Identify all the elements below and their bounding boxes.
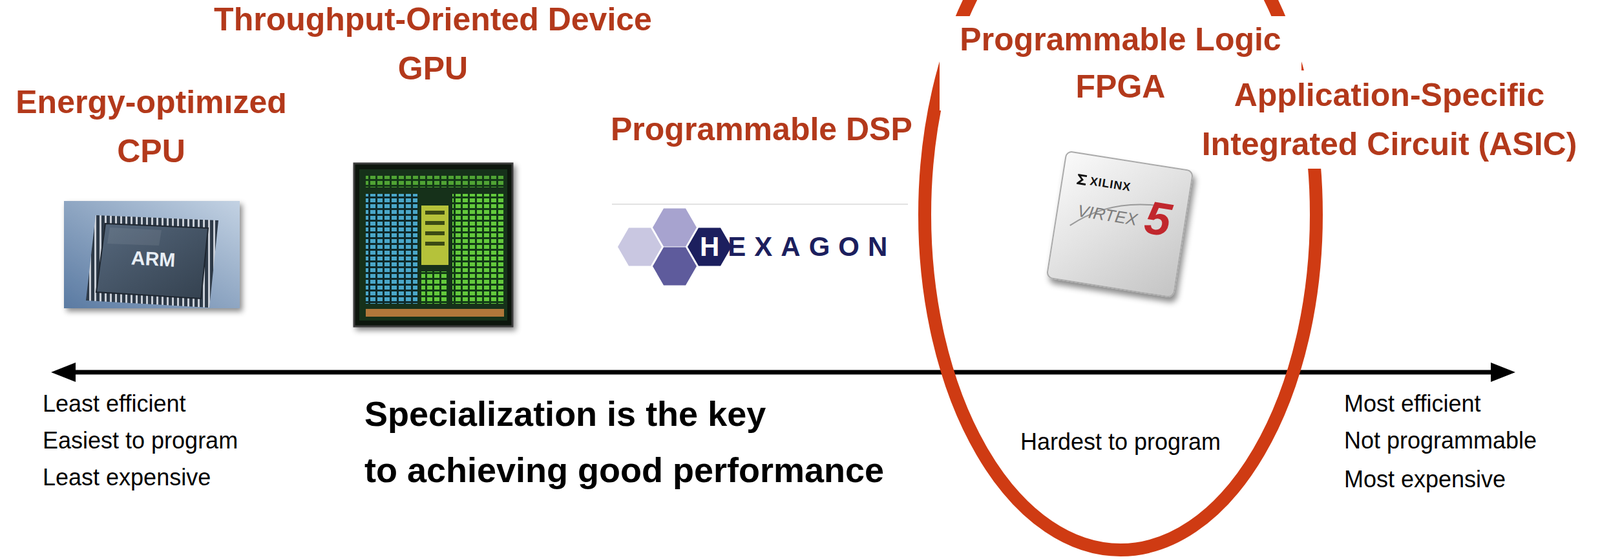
device-title: Application-Specific Integrated Circuit … <box>1189 70 1590 169</box>
device-title: Throughput-Oriented Device GPU <box>197 0 669 94</box>
spectrum-axis <box>71 370 1496 375</box>
fpga-chip: XILINXVIRTEX5 <box>1046 150 1195 299</box>
vendor-mark <box>1075 172 1089 188</box>
cpu-pins <box>85 215 219 308</box>
key-message: Specialization is the key <box>364 392 766 435</box>
hexagon-shape <box>652 208 697 247</box>
logo-rule <box>611 203 908 205</box>
chip-marking: 5 <box>1141 191 1175 247</box>
device-title: Programmable DSP <box>610 104 913 154</box>
arrow-head <box>1490 362 1516 382</box>
cpu-package <box>96 223 209 299</box>
arrow-head <box>51 362 76 382</box>
trait-text: Most expensive <box>1344 465 1506 494</box>
trait-text: Most efficient <box>1344 389 1481 419</box>
hexagon-shape <box>652 247 697 286</box>
chip-marking: XILINX <box>1088 173 1133 195</box>
gpu-die-picture <box>354 163 513 327</box>
cpu-chip-picture <box>63 200 240 309</box>
trait-text: Least expensive <box>42 463 211 492</box>
trait-text: Least efficient <box>42 389 186 419</box>
gpu-die-core <box>359 169 508 321</box>
trait-text: Easiest to program <box>42 426 238 455</box>
trait-text: Not programmable <box>1344 426 1537 455</box>
chip-marking: ARM <box>130 246 176 273</box>
hexagon-shape <box>617 228 662 267</box>
key-message: to achieving good performance <box>364 449 885 491</box>
trait-text: Hardest to program <box>1020 427 1221 457</box>
logo-text: HEXAGON <box>699 230 896 264</box>
